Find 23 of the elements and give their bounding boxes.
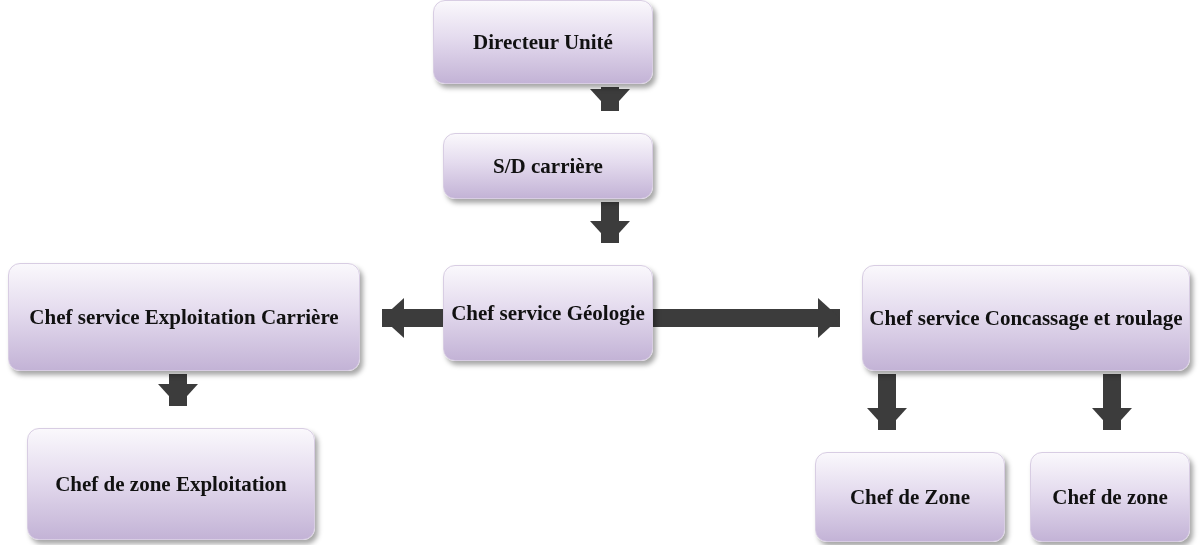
block-arrow [867,374,907,430]
role-box [1030,452,1190,542]
role-title: Chef service Géologie [451,299,645,327]
block-arrow [590,87,630,111]
block-arrow [590,202,630,243]
role-box [443,265,653,361]
block-arrow [653,298,840,338]
role-box [815,452,1005,542]
role-box [8,263,360,371]
role-title: Chef service Concassage et roulage [869,304,1183,332]
role-title: S/D carrière [493,152,603,180]
role-box [862,265,1190,371]
role-title: Chef service Exploitation Carrière [29,303,339,331]
role-title: Chef de Zone [849,483,971,511]
role-box [443,133,653,199]
role-title: Chef de zone [1052,483,1168,511]
role-box [27,428,315,540]
block-arrow [1092,374,1132,430]
block-arrow [382,298,443,338]
role-box [433,0,653,84]
block-arrow [158,374,198,406]
role-title: Chef de zone Exploitation [55,470,287,498]
role-title: Directeur Unité [473,28,613,56]
